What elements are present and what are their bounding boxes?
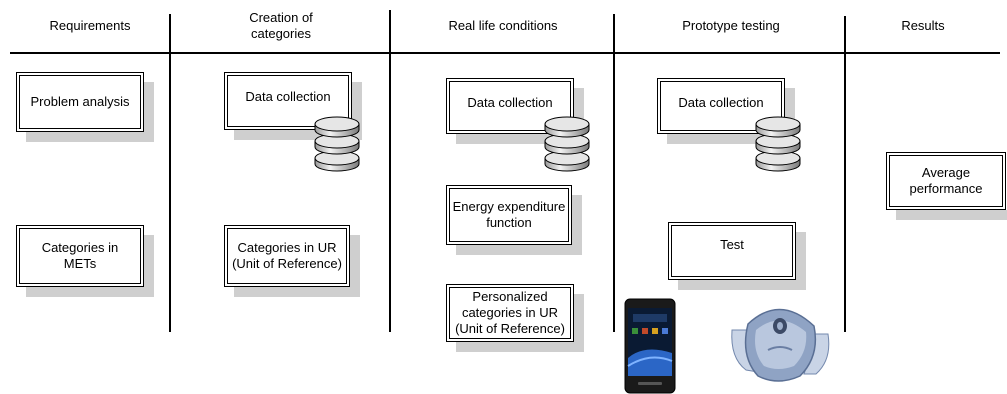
problem-analysis-label: Problem analysis <box>16 72 144 132</box>
categories-in-mets-label: Categories in METs <box>16 225 144 287</box>
data-collection-prototype-box: Data collection <box>657 78 795 144</box>
personalized-categories-box: Personalized categories in UR (Unit of R… <box>446 284 584 352</box>
personalized-categories-label: Personalized categories in UR (Unit of R… <box>446 284 574 342</box>
column-divider-2 <box>389 10 391 332</box>
column-header-requirements: Requirements <box>49 18 131 33</box>
data-collection-creation-box: Data collection <box>224 72 362 140</box>
average-performance-label: Average performance <box>886 152 1006 210</box>
smartphone-icon <box>624 298 676 394</box>
database-icon <box>543 114 591 172</box>
average-performance-box: Average performance <box>886 152 1006 210</box>
categories-in-ur-label: Categories in UR (Unit of Reference) <box>224 225 350 287</box>
column-header-real-life-conditions: Real life conditions <box>448 18 558 33</box>
wearable-sensor-icon <box>731 308 830 382</box>
header-divider <box>10 52 1000 54</box>
column-divider-3 <box>613 14 615 332</box>
column-header-results: Results <box>901 18 945 33</box>
column-header-prototype-testing: Prototype testing <box>682 18 780 33</box>
database-icon <box>754 114 802 172</box>
column-divider-4 <box>844 16 846 332</box>
database-icon <box>313 114 361 172</box>
categories-in-ur-box: Categories in UR (Unit of Reference) <box>224 225 360 297</box>
test-box: Test <box>668 222 806 290</box>
column-header-creation-of-categories: Creation of categories <box>249 10 313 41</box>
energy-expenditure-function-box: Energy expenditure function <box>446 185 582 255</box>
average-performance-shadow <box>896 210 1007 220</box>
categories-in-mets-box: Categories in METs <box>16 225 154 297</box>
problem-analysis-box: Problem analysis <box>16 72 154 142</box>
energy-expenditure-function-label: Energy expenditure function <box>446 185 572 245</box>
test-label: Test <box>668 222 796 280</box>
column-divider-1 <box>169 14 171 332</box>
